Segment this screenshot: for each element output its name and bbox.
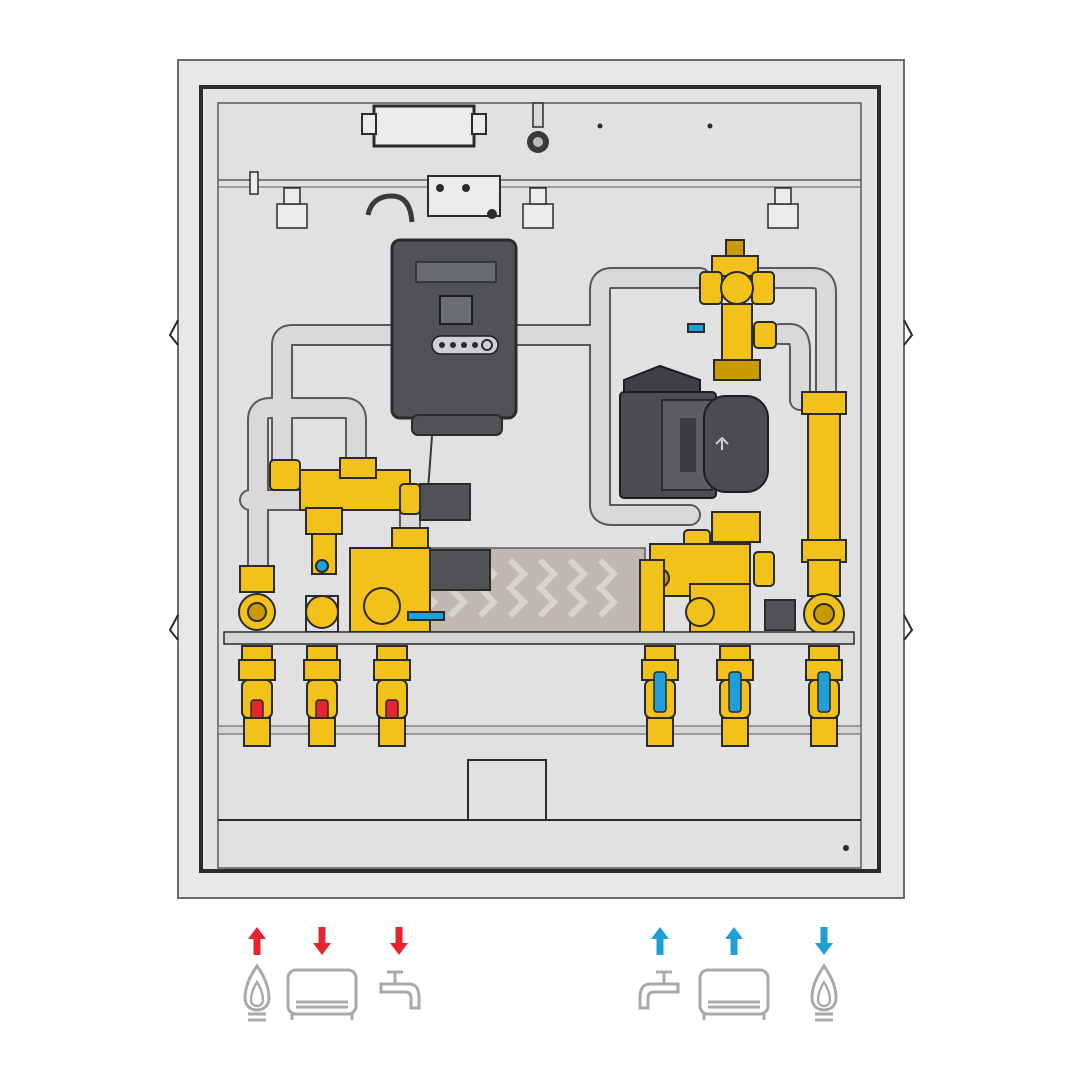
- isolation-valve-4[interactable]: [641, 645, 679, 747]
- hinge-right-upper: [903, 319, 914, 346]
- arrow-up-icon: [248, 927, 266, 955]
- isolation-valves: [238, 645, 843, 747]
- arrow-down-icon: [815, 927, 833, 955]
- mounting-rail: [223, 631, 855, 645]
- drip-tray: [218, 759, 861, 821]
- connection-cold-water-tap: [638, 927, 680, 1010]
- connection-heating-return-in: [810, 927, 838, 1022]
- rail-clips: [249, 171, 799, 229]
- arrow-up-icon: [725, 927, 743, 955]
- connection-radiator-return: [698, 927, 770, 1022]
- connection-hot-water-tap: [379, 927, 421, 1010]
- bottom-rail: [217, 725, 862, 735]
- valve-4-handle[interactable]: [653, 671, 667, 713]
- top-gland: [527, 102, 549, 153]
- isolation-valve-2[interactable]: [303, 645, 341, 747]
- radiator-icon: [698, 968, 770, 1022]
- screw-hole-2: [707, 123, 713, 129]
- arrow-down-icon: [313, 927, 331, 955]
- flame-icon: [243, 964, 271, 1022]
- valve-6-handle[interactable]: [817, 671, 831, 713]
- isolation-valve-3[interactable]: [373, 645, 411, 747]
- valve-5-handle[interactable]: [728, 671, 742, 713]
- isolation-valve-1[interactable]: [238, 645, 276, 747]
- circulating-pump: [619, 364, 769, 499]
- isolation-valve-6[interactable]: [805, 645, 843, 747]
- controller-unit: [365, 175, 518, 491]
- arrow-up-icon: [651, 927, 669, 955]
- isolation-valve-5[interactable]: [716, 645, 754, 747]
- tap-icon: [379, 970, 421, 1010]
- arrow-down-icon: [390, 927, 408, 955]
- controller-display: [439, 295, 473, 325]
- top-bracket: [361, 104, 487, 148]
- tap-icon: [638, 970, 680, 1010]
- screw-hole-3: [843, 845, 849, 851]
- connection-radiator-flow-in: [286, 927, 358, 1022]
- screw-hole-1: [597, 123, 603, 129]
- hinge-right-lower: [903, 614, 914, 641]
- flame-icon: [810, 964, 838, 1022]
- brass-fittings: [238, 239, 847, 635]
- hinge-left-lower: [168, 614, 179, 641]
- hinge-left-upper: [168, 319, 179, 346]
- radiator-icon: [286, 968, 358, 1022]
- connection-heating-flow-out: [243, 927, 271, 1022]
- connection-legend: [243, 927, 838, 1022]
